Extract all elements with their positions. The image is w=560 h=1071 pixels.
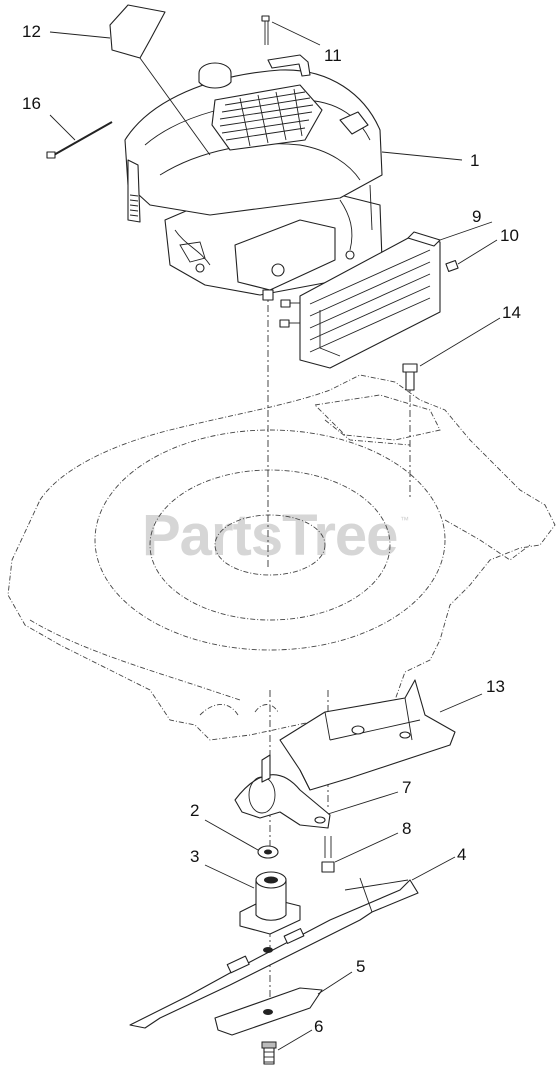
callout-14: 14	[502, 303, 521, 322]
callout-8: 8	[402, 819, 411, 838]
deck-baffle	[279, 679, 456, 791]
callout-3: 3	[190, 847, 199, 866]
fuel-tank-flap	[109, 4, 166, 59]
leader-lines	[49, 21, 501, 1051]
mower-blade	[129, 877, 419, 1029]
callout-5: 5	[356, 957, 365, 976]
callout-labels: 1 2 3 4 5 6 7 8 9 10 11 12 13 14 16	[22, 22, 521, 1036]
callout-2: 2	[190, 801, 199, 820]
cable-tie	[46, 121, 113, 159]
mower-deck	[7, 374, 556, 741]
air-filter-grille	[219, 88, 314, 147]
callout-11: 11	[324, 46, 342, 65]
callout-6: 6	[314, 1017, 323, 1036]
callout-9: 9	[472, 207, 481, 226]
bracket-bolt	[321, 836, 335, 873]
callout-16: 16	[22, 94, 41, 113]
blade-adapter-bracket	[234, 754, 331, 829]
callout-1: 1	[470, 151, 479, 170]
callout-10: 10	[500, 226, 519, 245]
blade-adapter	[239, 871, 301, 935]
side-vents	[129, 194, 139, 217]
washer	[257, 845, 279, 859]
engine	[124, 54, 383, 301]
guard-screws	[279, 259, 459, 328]
blade-bolt	[261, 1041, 277, 1065]
callout-13: 13	[486, 677, 505, 696]
alignment-centerlines	[267, 290, 411, 1000]
watermark-text: PartsTree	[142, 503, 397, 568]
callout-7: 7	[402, 778, 411, 797]
top-screw	[261, 15, 270, 45]
muffler-guard	[299, 231, 441, 369]
callout-12: 12	[22, 22, 41, 41]
watermark-trademark: ™	[400, 515, 409, 525]
blade-stiffener	[214, 987, 323, 1036]
callout-4: 4	[457, 845, 466, 864]
deck-bolt	[402, 363, 418, 391]
